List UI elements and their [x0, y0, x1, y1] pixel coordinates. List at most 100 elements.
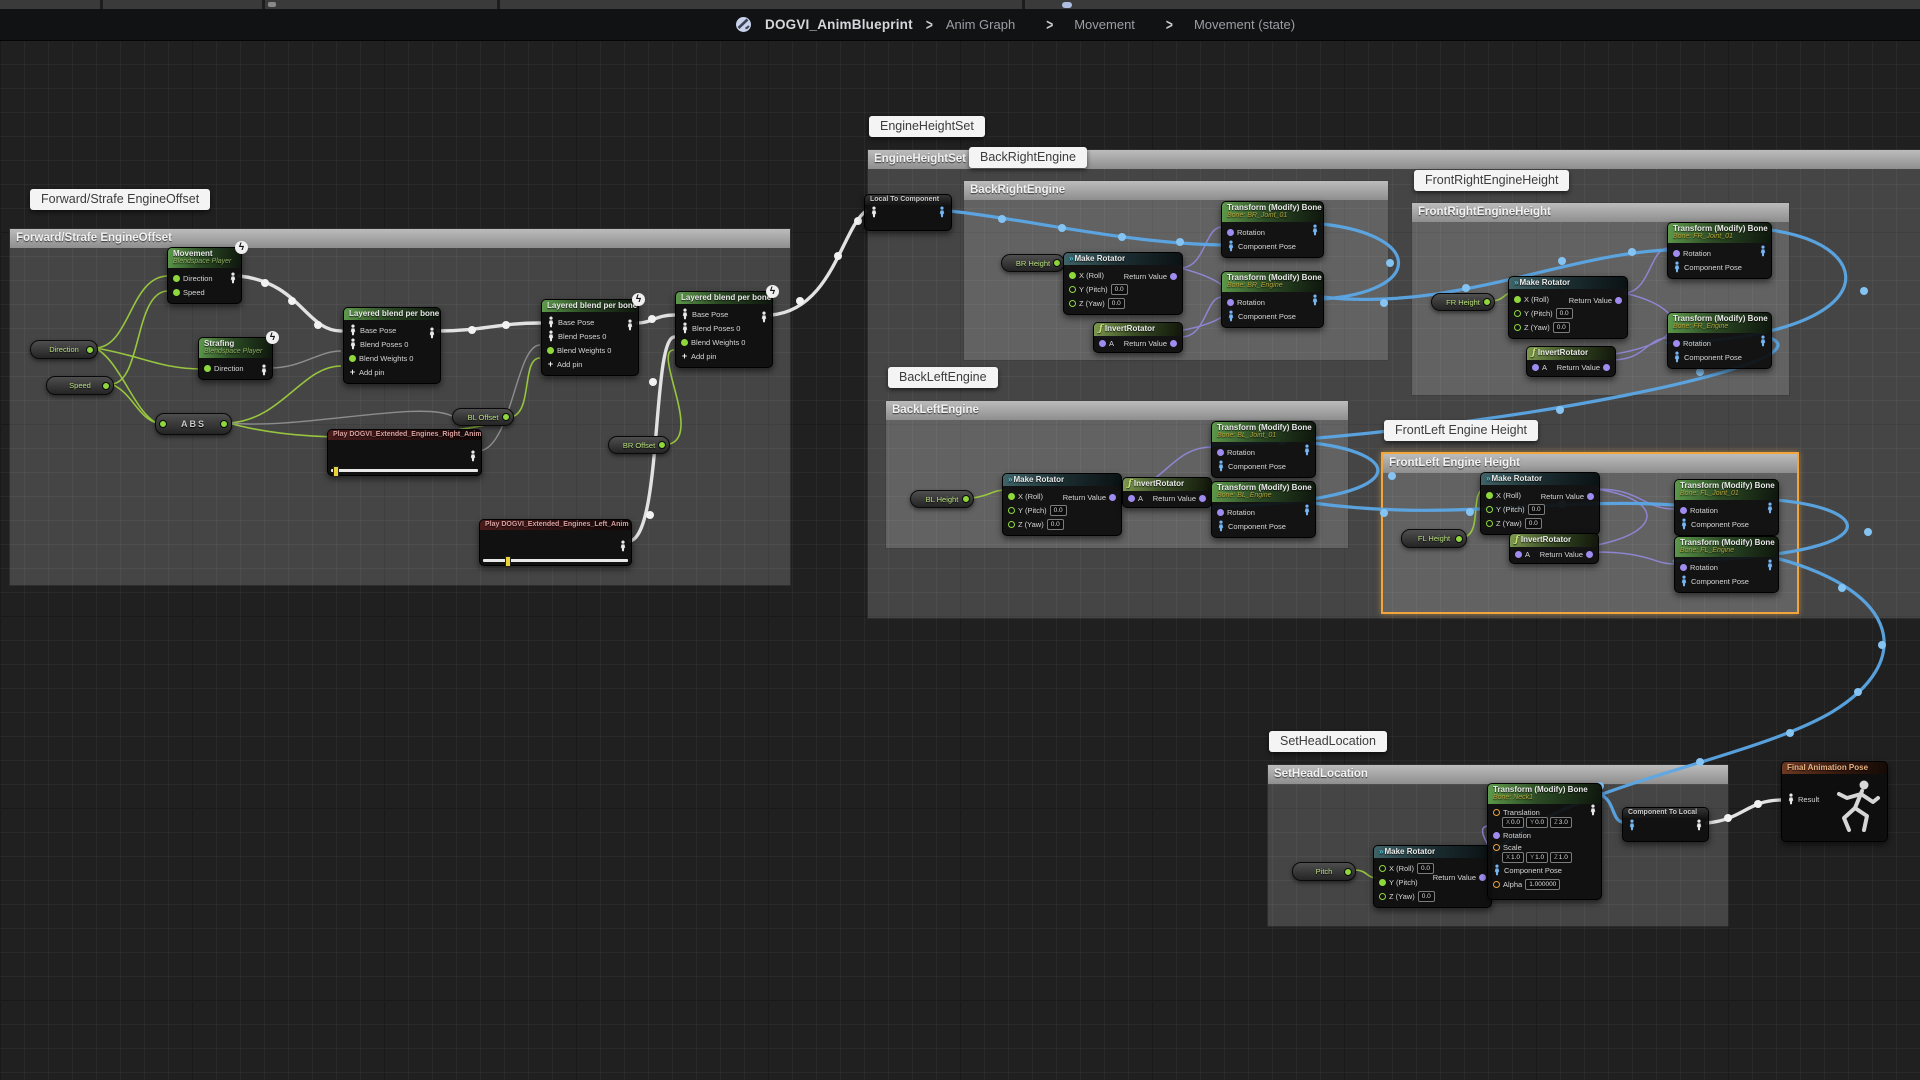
- pin-return-value[interactable]: Return Value: [1102, 269, 1182, 283]
- pin-rotation[interactable]: Rotation: [1668, 336, 1771, 350]
- node-transform-bl-joint[interactable]: Transform (Modify) Bone Bone: BL_Joint_0…: [1211, 421, 1316, 478]
- pin-y-pitch[interactable]: Y (Pitch)0.0: [1481, 502, 1599, 516]
- pin-x-roll[interactable]: X (Roll): [1064, 268, 1182, 282]
- comment-header[interactable]: BackRightEngine: [964, 181, 1388, 200]
- pill-speed-var[interactable]: Speed: [46, 376, 114, 395]
- comment-header[interactable]: Forward/Strafe EngineOffset: [10, 229, 790, 248]
- node-layered-blend-2[interactable]: Layered blend per bone Base Pose Blend P…: [541, 293, 645, 376]
- add-pin-button[interactable]: +Add pin: [547, 359, 583, 369]
- pin-rotation[interactable]: Rotation: [1675, 503, 1778, 517]
- add-pin-button[interactable]: +Add pin: [681, 351, 717, 361]
- pin-component-pose[interactable]: Component Pose: [1675, 517, 1778, 531]
- pin-row[interactable]: A Return Value: [1527, 360, 1615, 374]
- breadcrumb-root[interactable]: DOGVI_AnimBlueprint: [765, 17, 913, 32]
- pin-base-pose[interactable]: Base Pose: [676, 307, 772, 321]
- pin-rotation[interactable]: Rotation: [1222, 225, 1323, 239]
- pin-component-pose[interactable]: Component Pose: [1488, 863, 1601, 877]
- node-movement-blendspace[interactable]: Movement Blendspace Player Direction Spe…: [167, 241, 248, 304]
- node-abs[interactable]: ABS: [155, 413, 232, 435]
- node-transform-fl-joint[interactable]: Transform (Modify) Bone Bone: FL_Joint_0…: [1674, 479, 1779, 536]
- breadcrumb-movement-state[interactable]: Movement (state): [1193, 17, 1296, 32]
- pin-scale[interactable]: Scale: [1488, 842, 1601, 852]
- pill-fl-height-var[interactable]: FL Height: [1401, 529, 1467, 548]
- pose-out-pin[interactable]: [428, 327, 436, 339]
- pin-component-pose[interactable]: Component Pose: [1668, 260, 1771, 274]
- pin-rotation[interactable]: Rotation: [1212, 505, 1315, 519]
- pin-row[interactable]: A Return Value: [1123, 491, 1211, 505]
- node-transform-bl-engine[interactable]: Transform (Modify) Bone Bone: BL_Engine …: [1211, 481, 1316, 538]
- float-out-pin[interactable]: [86, 345, 94, 354]
- pose-out-pin[interactable]: [229, 272, 237, 284]
- pose-out-pin[interactable]: [1311, 294, 1319, 306]
- float-out-pin[interactable]: [102, 381, 110, 390]
- node-transform-neck[interactable]: Transform (Modify) Bone Bone: Neck1 Tran…: [1487, 783, 1602, 900]
- pin-row[interactable]: A Return Value: [1510, 547, 1598, 561]
- pill-br-offset-var[interactable]: BR Offset: [608, 436, 670, 454]
- node-transform-br-engine[interactable]: Transform (Modify) Bone Bone: BR_Engine …: [1221, 271, 1324, 328]
- float-out-pin[interactable]: [1053, 259, 1061, 267]
- pose-out-pin[interactable]: [1311, 224, 1319, 236]
- node-layered-blend-1[interactable]: Layered blend per bone Base Pose Blend P…: [343, 307, 441, 384]
- pose-out-pin[interactable]: [1766, 559, 1774, 571]
- breadcrumb-movement[interactable]: Movement: [1074, 17, 1135, 32]
- pin-z-yaw[interactable]: Z (Yaw)0.0: [1003, 517, 1121, 531]
- pin-result[interactable]: Result: [1782, 792, 1838, 806]
- pin-blend-poses[interactable]: Blend Poses 0: [676, 321, 772, 335]
- node-layered-blend-3[interactable]: Layered blend per bone Base Pose Blend P…: [675, 285, 779, 368]
- node-transform-fr-engine[interactable]: Transform (Modify) Bone Bone: FR_Engine …: [1667, 312, 1772, 369]
- float-out-pin[interactable]: [1344, 867, 1352, 876]
- node-local-to-component[interactable]: Local To Component: [864, 194, 952, 231]
- pill-bl-offset-var[interactable]: BL Offset: [452, 408, 514, 426]
- playhead[interactable]: [505, 556, 511, 567]
- pin-return-value[interactable]: Return Value: [1041, 490, 1121, 504]
- comment-header[interactable]: EngineHeightSet: [868, 150, 1920, 169]
- float-out-pin[interactable]: [658, 441, 666, 449]
- pin-y-pitch[interactable]: Y (Pitch): [1374, 875, 1491, 889]
- pin-rotation[interactable]: Rotation: [1668, 246, 1771, 260]
- comment-header[interactable]: BackLeftEngine: [886, 401, 1348, 420]
- float-out-pin[interactable]: [962, 495, 970, 503]
- node-make-rotator-head[interactable]: »Make Rotator X (Roll)0.0 Y (Pitch) Z (Y…: [1373, 845, 1492, 908]
- comment-header[interactable]: FrontRightEngineHeight: [1412, 203, 1789, 222]
- node-strafing-blendspace[interactable]: Strafing Blendspace Player Direction: [198, 331, 279, 380]
- pin-y-pitch[interactable]: Y (Pitch)0.0: [1003, 503, 1121, 517]
- pin-speed[interactable]: Speed: [168, 285, 241, 299]
- comment-forward-strafe[interactable]: Forward/Strafe EngineOffset: [9, 228, 791, 586]
- pose-out-pin[interactable]: [1759, 245, 1767, 257]
- node-play-right-anim[interactable]: Play DOGVI_Extended_Engines_Right_Anim: [327, 429, 482, 477]
- breadcrumb-anim-graph[interactable]: Anim Graph: [945, 17, 1016, 32]
- pin-blend-poses[interactable]: Blend Poses 0: [344, 337, 440, 351]
- float-out-pin[interactable]: [1483, 298, 1491, 306]
- pin-component-pose[interactable]: Component Pose: [1222, 239, 1323, 253]
- pin-y-pitch[interactable]: Y (Pitch)0.0: [1064, 282, 1182, 296]
- pose-out-pin[interactable]: [626, 319, 634, 331]
- pill-fr-height-var[interactable]: FR Height: [1431, 293, 1495, 311]
- pose-out-pin[interactable]: [1303, 504, 1311, 516]
- float-out-pin[interactable]: [220, 420, 228, 428]
- pose-out-pin[interactable]: [1759, 335, 1767, 347]
- pin-rotation[interactable]: Rotation: [1212, 445, 1315, 459]
- window-tab-strip[interactable]: [0, 0, 1920, 9]
- pose-out-pin[interactable]: [260, 364, 268, 376]
- pin-component-pose[interactable]: Component Pose: [1675, 574, 1778, 588]
- pill-bl-height-var[interactable]: BL Height: [910, 490, 974, 508]
- pill-br-height-var[interactable]: BR Height: [1001, 254, 1065, 272]
- pin-blend-weights[interactable]: Blend Weights 0: [344, 351, 440, 365]
- pin-component-pose[interactable]: Component Pose: [1222, 309, 1323, 323]
- pin-translation[interactable]: Translation: [1488, 807, 1601, 817]
- playhead[interactable]: [333, 466, 339, 477]
- comment-header[interactable]: FrontLeft Engine Height: [1383, 454, 1797, 473]
- pill-direction-var[interactable]: Direction: [30, 340, 98, 359]
- pose-out-pin[interactable]: [1303, 444, 1311, 456]
- pose-out-pin[interactable]: [619, 540, 627, 552]
- pin-component-pose[interactable]: Component Pose: [1212, 459, 1315, 473]
- anim-progress-bar[interactable]: [331, 466, 478, 477]
- node-transform-fl-engine[interactable]: Transform (Modify) Bone Bone: FL_Engine …: [1674, 536, 1779, 593]
- float-out-pin[interactable]: [1455, 534, 1463, 543]
- pin-rotation[interactable]: Rotation: [1675, 560, 1778, 574]
